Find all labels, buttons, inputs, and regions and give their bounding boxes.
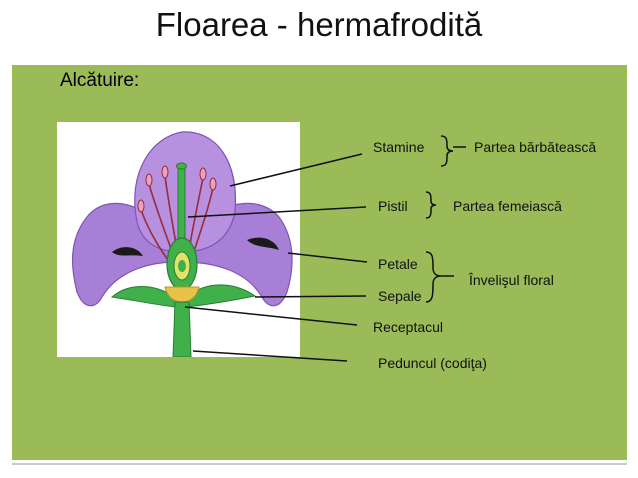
label-receptacul: Receptacul [373, 319, 444, 335]
petal-shadow-left [112, 247, 143, 256]
leader-receptacul [184, 306, 358, 326]
sepal-left [110, 286, 176, 308]
bracket-pistil [425, 191, 437, 219]
label-stamine: Stamine [373, 139, 425, 155]
section-heading: Alcătuire: [60, 70, 140, 91]
bracket-perianth [425, 251, 442, 303]
leader-petale [287, 252, 368, 263]
bracket-stamine [440, 135, 454, 167]
flower-illustration-frame [57, 122, 300, 358]
flower-illustration [72, 131, 293, 358]
group-perianth: Învelişul floral [469, 272, 554, 288]
pistil-stigma [176, 162, 187, 170]
label-pistil: Pistil [378, 198, 408, 214]
leader-pistil [187, 206, 367, 218]
leader-sepale [254, 295, 367, 298]
label-petale: Petale [378, 256, 418, 272]
bottom-rule [12, 463, 627, 465]
group-male: Partea bărbătească [474, 139, 597, 155]
leader-stamine [229, 153, 363, 187]
leader-peduncul [192, 350, 348, 362]
slide-title: Floarea - hermafrodită [155, 6, 483, 43]
label-peduncul: Peduncul (codiţa) [378, 355, 487, 371]
group-female: Partea femeiască [453, 198, 562, 214]
petal-shadow-right [247, 237, 279, 250]
label-sepale: Sepale [378, 288, 422, 304]
sepal-right [186, 284, 257, 308]
ovule [178, 260, 186, 272]
anthers [137, 165, 217, 213]
